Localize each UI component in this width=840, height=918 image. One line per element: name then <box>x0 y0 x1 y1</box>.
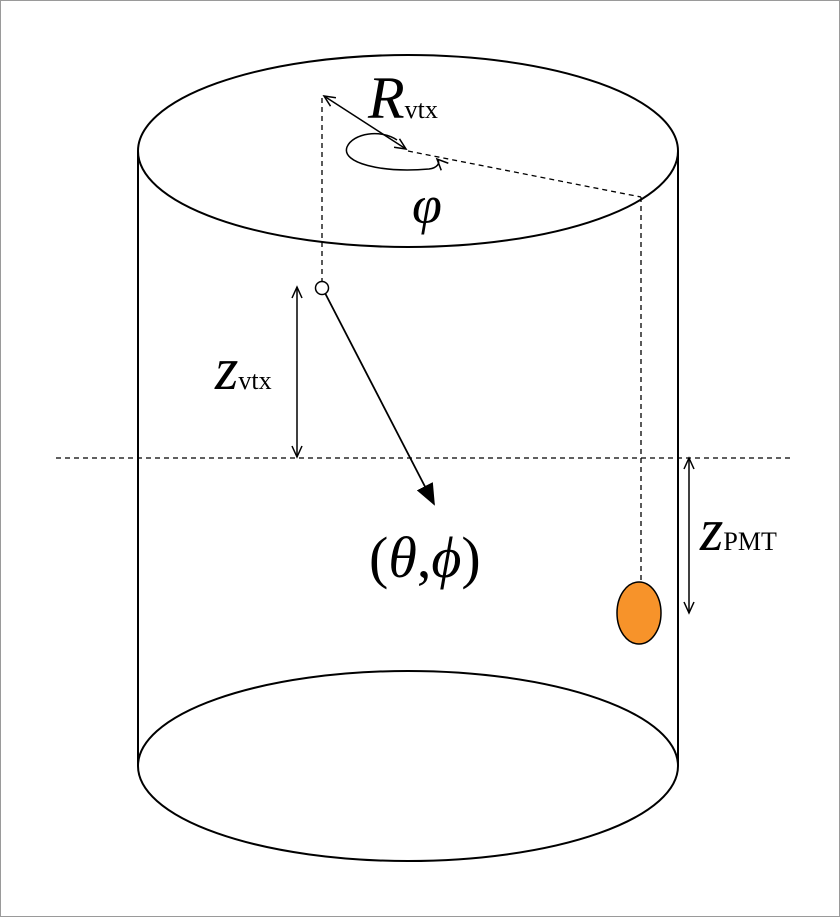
center-to-pmt-line <box>407 150 642 198</box>
direction-arrow <box>324 292 435 506</box>
r-vtx-label: Rvtx <box>367 65 438 131</box>
z-pmt-label: zPMT <box>699 497 777 563</box>
cylinder-top-ellipse <box>137 54 679 248</box>
z-vtx-label: zvtx <box>214 336 272 402</box>
vertex-point <box>314 280 330 296</box>
phi-label: φ <box>412 175 442 235</box>
cylinder-bottom-ellipse <box>137 670 679 862</box>
phi-angle-arc <box>345 132 449 171</box>
pmt-marker <box>616 581 662 645</box>
r-vtx-arrow <box>322 95 408 150</box>
direction-label: (θ,ϕ) <box>369 525 481 590</box>
